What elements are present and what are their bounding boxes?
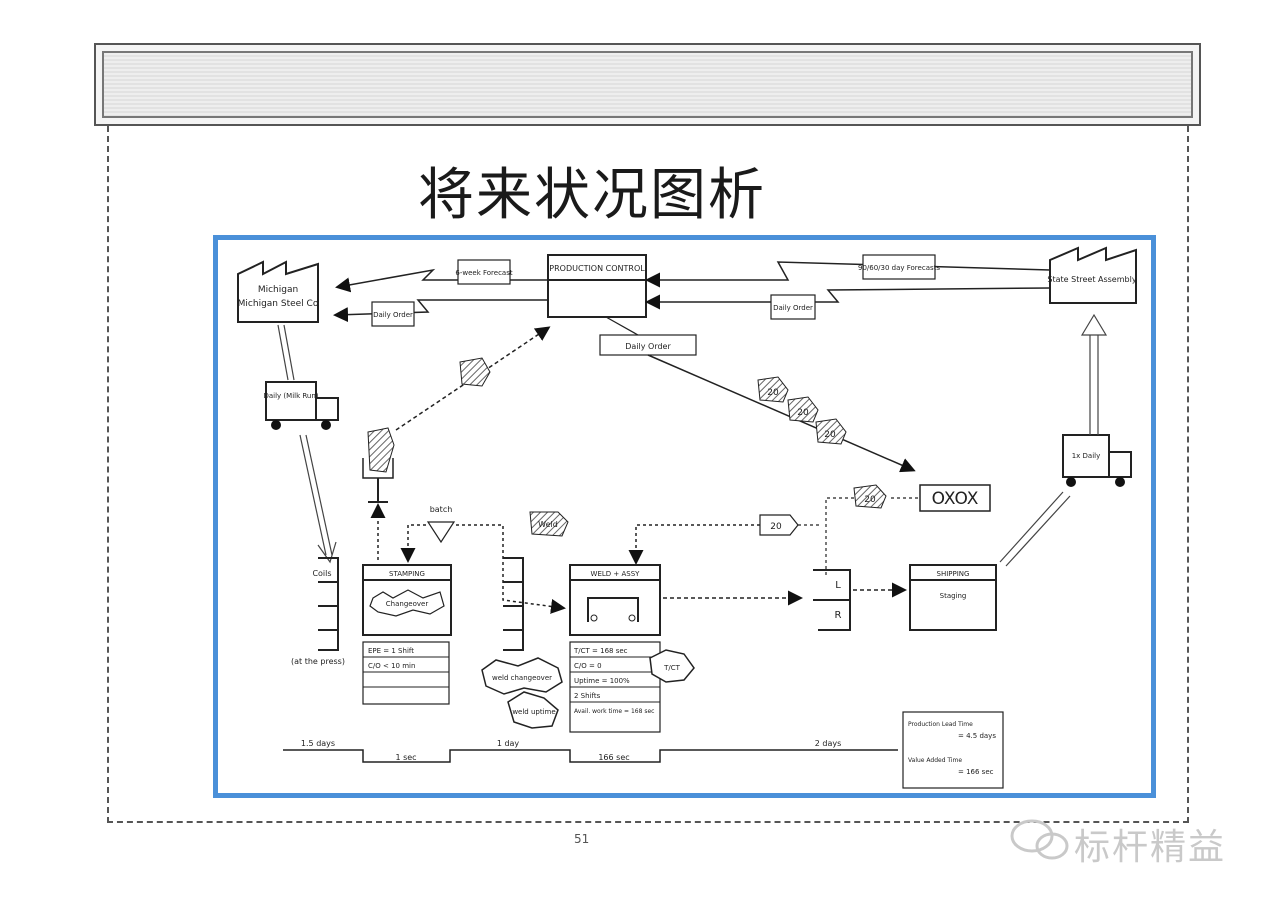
- order-flow-to-supplier: [333, 299, 548, 323]
- slide-title: 将来状况图析: [418, 163, 766, 228]
- forecast-in-label: 6-week Forecast: [455, 269, 512, 277]
- weld-data-2: Uptime = 100%: [574, 677, 630, 685]
- timeline-va-1: 166 sec: [598, 753, 629, 762]
- kanban-20-e-icon: [759, 514, 799, 536]
- supermarket-R-label: R: [835, 610, 842, 621]
- order-flow-from-customer: [645, 287, 1051, 310]
- summary-lead-value: = 4.5 days: [958, 732, 996, 740]
- stamping-process-box: STAMPING Changeover: [362, 564, 452, 636]
- batch-triangle-icon: [426, 521, 456, 544]
- kaizen-weld-changeover-icon: weld changeover: [481, 657, 563, 695]
- slide-header-banner: [94, 43, 1201, 126]
- lead-time-summary-box: Production Lead Time = 4.5 days Value Ad…: [902, 711, 1004, 789]
- page-number: 51: [574, 832, 590, 846]
- kanban-20-d-icon: [853, 484, 887, 509]
- wechat-icon: [1010, 819, 1069, 860]
- load-leveling-box: [919, 484, 991, 512]
- slide-frame: [107, 126, 1189, 823]
- stamping-data-box: EPE = 1 Shift C/O < 10 min: [362, 641, 450, 705]
- timeline-lead-1: 1 day: [497, 739, 520, 748]
- kanban-post-icon: [362, 427, 395, 503]
- daily-order-customer-label: Daily Order: [773, 304, 813, 312]
- kanban-20-a-label: 20: [767, 388, 779, 398]
- supplier-label-1: Michigan: [258, 285, 298, 295]
- daily-order-box-label: Daily Order: [625, 342, 671, 351]
- stamping-label: STAMPING: [389, 570, 425, 578]
- kaizen-uptime-label: weld uptime: [512, 708, 555, 716]
- weld-data-box: T/CT = 168 sec C/O = 0 Uptime = 100% 2 S…: [569, 641, 661, 733]
- forecast-out-box: [862, 254, 936, 280]
- kanban-20-b-label: 20: [797, 408, 809, 418]
- truck-in-label: Daily (Milk Run): [263, 392, 318, 400]
- kaizen-tct-icon: T/CT: [649, 649, 695, 683]
- kanban-20-d-label: 20: [864, 495, 876, 505]
- summary-va-value: = 166 sec: [958, 768, 994, 776]
- kanban-20-b-icon: [787, 396, 819, 423]
- coils-label: Coils: [312, 569, 331, 578]
- kaizen-weld-change-label: weld changeover: [492, 674, 552, 682]
- truck-out-label: 1x Daily: [1072, 452, 1101, 460]
- kanban-20-c-label: 20: [824, 430, 836, 440]
- summary-lead-label: Production Lead Time: [908, 721, 973, 728]
- forecast-out-label: 90/60/30 day Forecasts: [858, 264, 940, 272]
- schedule-flow-line: [647, 354, 916, 473]
- weld-kanban-icon: [529, 511, 569, 537]
- production-control-box: PRODUCTION CONTROL: [547, 254, 647, 318]
- timeline: 1.5 days 1 day 2 days 1 sec 166 sec: [283, 739, 898, 763]
- stamping-kaizen-label: Changeover: [386, 600, 429, 608]
- weld-label: WELD + ASSY: [591, 570, 641, 578]
- kaizen-tct-label: T/CT: [663, 664, 681, 672]
- weld-data-1: C/O = 0: [574, 662, 602, 670]
- timeline-lead-2: 2 days: [815, 739, 842, 748]
- customer-label: State Street Assembly: [1047, 275, 1136, 284]
- coils-note: (at the press): [291, 657, 345, 666]
- signal-kanban-icon: [459, 357, 491, 387]
- daily-order-supplier-box: [371, 301, 415, 327]
- oxox-label: OXOX: [932, 489, 979, 509]
- stamping-data-1: C/O < 10 min: [368, 662, 415, 670]
- forecast-flow-from-customer: [645, 261, 1051, 288]
- timeline-va-0: 1 sec: [395, 753, 416, 762]
- weld-data-3: 2 Shifts: [574, 692, 601, 700]
- weld-data-4: Avail. work time = 168 sec: [574, 708, 654, 715]
- customer-factory-icon: State Street Assembly: [1047, 246, 1137, 304]
- value-stream-map-svg: Michigan Michigan Steel Co State Street …: [237, 246, 1137, 789]
- inbound-truck-icon: Daily (Milk Run): [263, 381, 339, 430]
- forecast-in-box: [457, 259, 511, 285]
- kanban-20-a-icon: [757, 376, 789, 403]
- finished-goods-supermarket-icon: L R: [813, 569, 851, 631]
- kanban-20-c-icon: [815, 418, 847, 445]
- production-control-label: PRODUCTION CONTROL: [549, 264, 645, 273]
- summary-va-label: Value Added Time: [908, 757, 962, 764]
- coils-supermarket-icon: [318, 557, 339, 651]
- outbound-truck-icon: 1x Daily: [1062, 434, 1132, 487]
- supermarket-L-label: L: [835, 580, 841, 591]
- weld-assy-process-box: WELD + ASSY: [569, 564, 661, 636]
- daily-order-supplier-label: Daily Order: [373, 311, 413, 319]
- kaizen-uptime-icon: weld uptime: [507, 691, 559, 729]
- forecast-flow-to-supplier: [335, 268, 548, 293]
- withdrawal-to-weld-line: [456, 524, 566, 614]
- batch-label: batch: [430, 505, 453, 514]
- supplier-factory-icon: Michigan Michigan Steel Co: [237, 260, 319, 323]
- daily-order-customer-box: [770, 294, 816, 320]
- weld-kanban-label: Weld: [538, 520, 558, 529]
- stamping-data-0: EPE = 1 Shift: [368, 647, 414, 655]
- timeline-lead-0: 1.5 days: [301, 739, 335, 748]
- shipping-process-box: SHIPPING Staging: [909, 564, 997, 631]
- shipping-label: SHIPPING: [937, 570, 970, 578]
- weld-data-0: T/CT = 168 sec: [573, 647, 628, 655]
- value-stream-map: Michigan Michigan Steel Co State Street …: [213, 235, 1156, 798]
- shipping-sub-label: Staging: [940, 592, 967, 600]
- kanban-20-e-label: 20: [770, 522, 782, 532]
- watermark-text: 标杆精益: [1074, 827, 1227, 868]
- stamping-weld-supermarket-icon: [503, 557, 524, 651]
- supplier-label: Michigan Steel Co: [238, 299, 319, 309]
